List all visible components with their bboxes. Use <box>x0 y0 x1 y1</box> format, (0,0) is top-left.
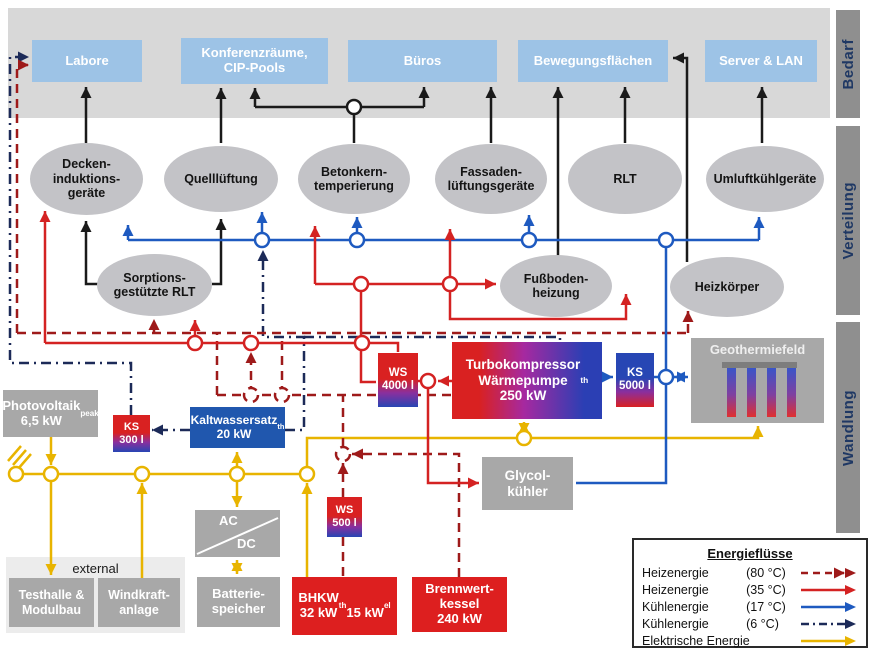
batteriespeicher-box: Batterie-speicher <box>197 577 280 627</box>
legend-row-heat35: Heizenergie (35 °C) <box>642 581 858 598</box>
legend: Energieflüsse Heizenergie (80 °C) Heizen… <box>632 538 868 648</box>
ac-label: AC <box>219 513 238 528</box>
ventilation-flow-lines <box>80 52 768 286</box>
acdc-diagonal-icon <box>196 517 279 555</box>
demand-box-bueros: Büros <box>348 40 497 82</box>
electric-line-sample <box>800 635 858 647</box>
acdc-converter-box: AC DC <box>195 510 280 557</box>
distribution-quelllueftung: Quelllüftung <box>164 146 278 212</box>
cool6-line-sample <box>800 618 858 630</box>
cool17-flow-lines <box>122 212 765 485</box>
demand-box-labore: Labore <box>32 40 142 82</box>
grid-connection-icon <box>7 445 32 470</box>
legend-row-cool6: Kühlenergie (6 °C) <box>642 615 858 632</box>
cool17-line-sample <box>800 601 858 613</box>
distribution-fassadenlueftungsgeraete: Fassaden-lüftungsgeräte <box>435 144 547 214</box>
distribution-umluftkuehlgeraete: Umluftkühlgeräte <box>706 146 824 212</box>
distribution-rlt: RLT <box>568 144 682 214</box>
electric-flow-lines <box>7 422 764 578</box>
external-group-label: external <box>72 561 119 576</box>
legend-title: Energieflüsse <box>707 546 793 561</box>
distribution-deckeninduktionsgeraete: Decken-induktions-geräte <box>30 143 143 215</box>
geothermiefeld-box: Geothermiefeld <box>691 338 824 423</box>
section-bar-wandlung: Wandlung <box>836 322 860 533</box>
heat35-line-sample <box>800 584 858 596</box>
dc-label: DC <box>237 536 256 551</box>
geothermiefeld-label: Geothermiefeld <box>709 342 806 357</box>
section-bar-verteilung: Verteilung <box>836 126 860 315</box>
distribution-sorptionsgestuetzte-rlt: Sorptions-gestützte RLT <box>97 254 212 316</box>
testhalle-box: Testhalle &Modulbau <box>9 578 94 627</box>
demand-box-server-lan: Server & LAN <box>705 40 817 82</box>
geothermal-probes-icon <box>722 362 797 368</box>
legend-row-electric: Elektrische Energie <box>642 632 858 649</box>
demand-box-konferenzraeume: Konferenzräume,CIP-Pools <box>181 38 328 84</box>
section-bar-bedarf: Bedarf <box>836 10 860 118</box>
glycolkuehler-box: Glycol-kühler <box>482 457 573 510</box>
distribution-fussbodenheizung: Fußboden-heizung <box>500 255 612 317</box>
heat35-flow-lines <box>39 211 632 489</box>
distribution-heizkoerper: Heizkörper <box>670 257 784 317</box>
windkraft-box: Windkraft-anlage <box>98 578 180 627</box>
demand-box-bewegungsflaechen: Bewegungsflächen <box>518 40 668 82</box>
distribution-betonkerntemperierung: Betonkern-temperierung <box>298 144 410 214</box>
legend-row-cool17: Kühlenergie (17 °C) <box>642 598 858 615</box>
heat80-line-sample <box>800 567 858 579</box>
legend-row-heat80: Heizenergie (80 °C) <box>642 564 858 581</box>
cool6-flow-lines <box>8 51 562 436</box>
